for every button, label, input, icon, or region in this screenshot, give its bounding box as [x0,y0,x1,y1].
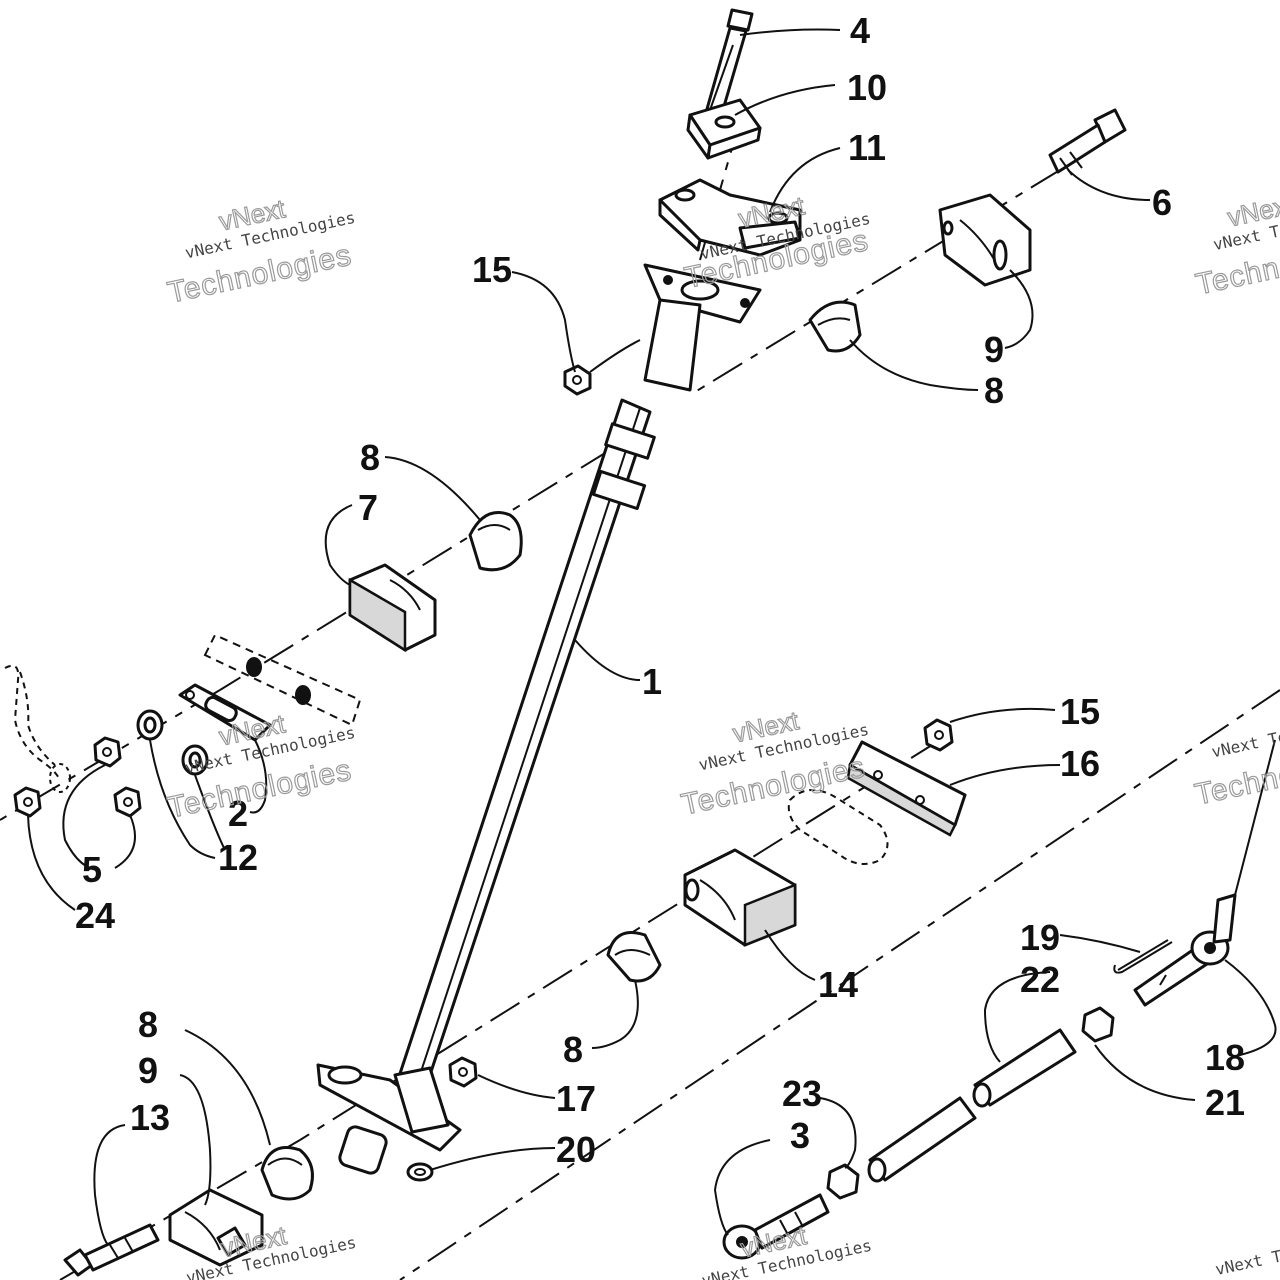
washer-part-12-a [136,709,164,741]
watermark-mid-left: vNext vNext Technologies Technologies [164,708,357,826]
block-part-14 [683,848,797,947]
clamp-part-9-upper [938,193,1032,287]
steering-post [316,263,762,1175]
bolt-part-13 [63,1223,160,1277]
callout-17: 17 [556,1078,596,1119]
callout-4: 4 [850,10,870,51]
plate-part-16 [846,740,967,837]
nut-part-24 [13,786,42,818]
watermark-top-right: vNext vNext Technologies Technologies [1192,189,1280,303]
jam-nut-part-23 [826,1163,860,1200]
dashed-plate-outline [203,633,362,727]
dashed-bracket-outline [787,789,889,865]
watermark-bottom-right: vNext Technologies [1213,1224,1280,1279]
callout-24: 24 [75,895,115,936]
callout-15-lower: 15 [1060,691,1100,732]
rod-end-part-3 [722,1193,830,1260]
bushing-part-8-upper [808,300,862,353]
bushing-part-8-lower [260,1146,314,1201]
callout-7: 7 [358,487,378,528]
svg-text:vNext Technologies: vNext Technologies [1210,707,1280,762]
svg-text:vNext Technologies: vNext Technologies [1213,1224,1280,1279]
callout-22: 22 [1020,959,1060,1000]
callout-8-center: 8 [563,1029,583,1070]
nut-part-5-a [93,736,122,768]
washer-part-20 [406,1162,434,1182]
block-part-7 [348,563,437,653]
callout-1: 1 [642,661,662,702]
callout-13: 13 [130,1097,170,1138]
callout-19: 19 [1020,917,1060,958]
bolt-part-6 [1048,108,1127,176]
callout-5: 5 [82,849,102,890]
bracket-part-2 [178,683,272,742]
callout-21: 21 [1205,1082,1245,1123]
upper-block-part-11 [658,178,802,257]
callout-23: 23 [782,1073,822,1114]
callout-14: 14 [818,964,858,1005]
cotter-pin-part-19 [1113,939,1173,974]
washer-part-12-b [181,744,209,776]
bushing-part-8-mid [468,511,523,572]
callout-20: 20 [556,1129,596,1170]
callout-10: 10 [847,67,887,108]
nut-part-15-lower [923,718,954,752]
callout-3: 3 [790,1115,810,1156]
callout-18: 18 [1205,1037,1245,1078]
nut-part-5-b [113,786,142,818]
rod-end-part-18 [1133,893,1237,1007]
callout-8-lower: 8 [138,1004,158,1045]
callout-15-upper: 15 [472,249,512,290]
tube-segment-lower [867,1096,977,1183]
callout-9-upper: 9 [984,329,1004,370]
callout-16: 16 [1060,743,1100,784]
bushing-part-8-center [606,931,662,983]
callout-11: 11 [848,127,886,168]
leader-lines [27,28,1277,1246]
nut-part-17 [448,1056,478,1088]
dashed-cable-outline [4,664,71,793]
callout-8-upper: 8 [984,370,1004,411]
callout-8-mid: 8 [360,437,380,478]
callout-9-lower: 9 [138,1050,158,1091]
watermark-top-left: vNext vNext Technologies Technologies [164,193,357,311]
watermark-mid-center: vNext vNext Technologies Technologies [678,705,871,823]
tube-part-22 [972,1028,1077,1108]
callout-12: 12 [218,837,258,878]
watermark-mid-right: vNext Technologies Technologies [1191,707,1280,812]
callout-6: 6 [1152,182,1172,223]
callout-numbers: 4 10 11 15 6 9 8 8 7 1 2 12 5 24 15 16 1… [75,10,1245,1170]
jam-nut-part-21 [1081,1006,1115,1043]
callout-2: 2 [228,793,248,834]
nut-part-15-upper [563,364,592,396]
